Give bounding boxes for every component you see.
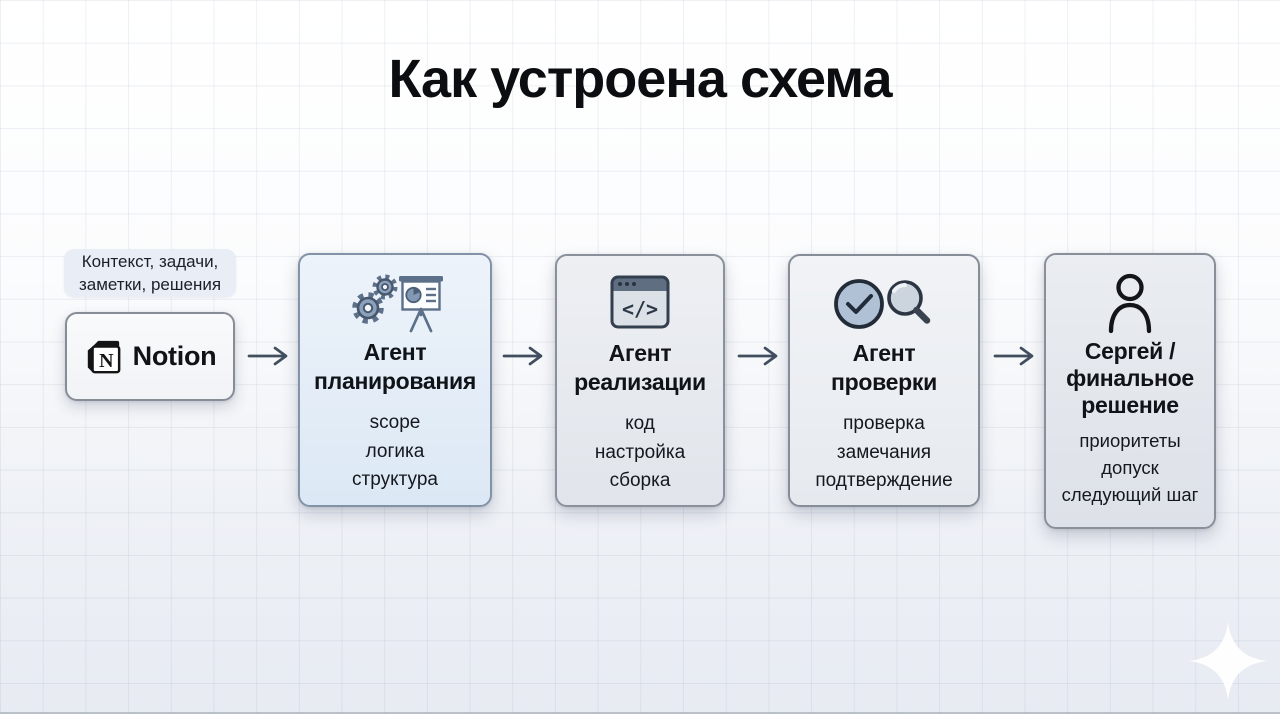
step-items: проверка замечания подтверждение [815, 410, 952, 496]
code-window-icon: </> [610, 275, 670, 329]
planning-icons [347, 269, 443, 335]
step-item: код [625, 413, 655, 434]
review-icons [832, 270, 936, 336]
flow-arrow [993, 346, 1034, 366]
notion-node: N Notion [65, 312, 235, 401]
source-annotation-label: Контекст, задачи, заметки, решения [64, 249, 236, 297]
step-title: Агент проверки [831, 340, 937, 395]
step-item: замечания [836, 441, 932, 463]
notion-logo-letter: N [99, 349, 114, 371]
step-item: следующий шаг [1061, 484, 1199, 505]
flow-arrow [502, 346, 543, 366]
step-item: настройка [594, 441, 686, 463]
sparkle-logo-icon [1189, 622, 1267, 700]
step-item: scope [369, 412, 421, 433]
step-item: сборка [609, 470, 671, 491]
step-item: приоритеты [1079, 430, 1181, 451]
step-card-review: Агент проверки проверка замечания подтве… [788, 254, 980, 507]
person-icon [1108, 273, 1152, 333]
implementation-icons: </> [609, 270, 671, 336]
step-item: допуск [1101, 457, 1159, 478]
notion-logo-icon: N [87, 340, 121, 373]
bottom-edge-line [0, 712, 1280, 714]
check-and-magnifier-icon [834, 279, 931, 329]
gears-icon [352, 274, 398, 324]
step-title: Агент реализации [574, 340, 706, 395]
step-item: структура [352, 469, 438, 490]
flow-arrow [247, 346, 288, 366]
notion-label: Notion [132, 341, 217, 371]
step-card-implementation: </> Агент реализации код настройка сборк… [555, 254, 725, 507]
slide-title: Как устроена схема [388, 49, 892, 109]
step-title: Сергей / финальное решение [1066, 338, 1194, 418]
code-glyph: </> [622, 297, 658, 321]
presentation-board-icon [399, 276, 443, 333]
step-item: проверка [843, 413, 925, 434]
step-title: Агент планирования [314, 339, 476, 394]
step-item: подтверждение [815, 470, 953, 491]
gears-and-presentation-icon [352, 274, 443, 333]
step-card-planning: Агент планирования scope логика структур… [298, 253, 492, 507]
step-items: приоритеты допуск следующий шаг [1062, 427, 1199, 508]
final-decision-icons [1100, 269, 1160, 335]
step-items: scope логика структура [352, 409, 438, 495]
flow-arrow [737, 346, 778, 366]
step-card-final-decision: Сергей / финальное решение приоритеты до… [1044, 253, 1216, 529]
step-items: код настройка сборка [595, 410, 685, 496]
magnifier-icon [887, 280, 931, 324]
check-circle-icon [834, 279, 884, 329]
step-item: логика [365, 440, 425, 462]
